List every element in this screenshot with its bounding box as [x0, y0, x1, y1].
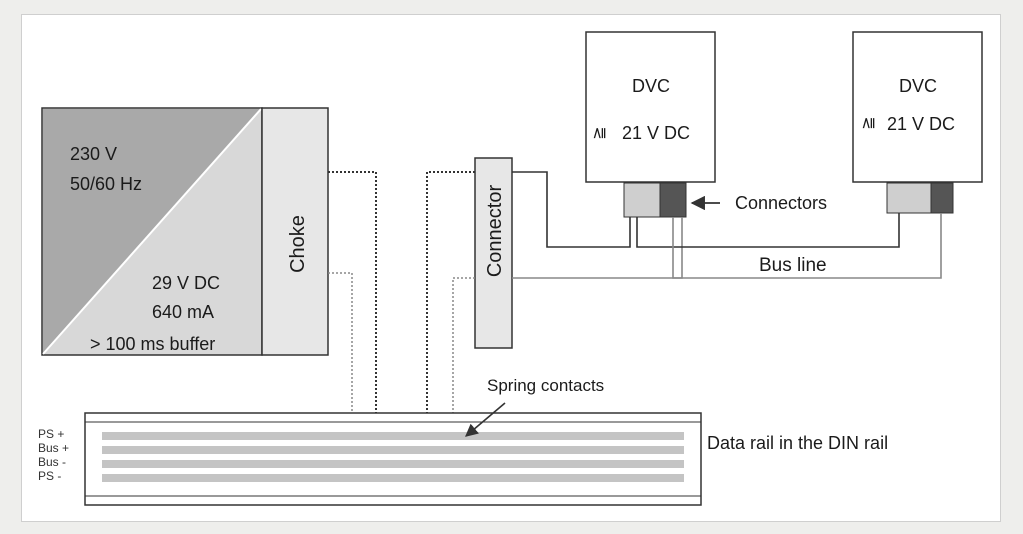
bus-line-wires — [512, 171, 942, 279]
bus-line-label: Bus line — [759, 255, 827, 276]
connector-lead-ps-minus — [426, 171, 475, 464]
dvc-left-voltage-symbol: ≧ — [591, 126, 608, 139]
rail-stripe-bus-minus — [102, 460, 684, 468]
dvc-left-box — [585, 31, 716, 183]
dvc-left-voltage: 21 V DC — [622, 123, 690, 143]
din-rail-body — [84, 412, 702, 506]
buffer-text: > 100 ms buffer — [90, 334, 215, 354]
rail-label-ps-plus: PS + — [38, 427, 64, 441]
connector-lead-bus-minus — [452, 277, 475, 449]
choke-lead-ps-plus — [328, 171, 377, 464]
dvc-right-box — [852, 31, 983, 183]
dvc-left-connector-dark — [659, 182, 687, 218]
rail-stripe-ps-plus — [102, 432, 684, 440]
output-current-text: 640 mA — [152, 302, 214, 322]
input-voltage-text: 230 V — [70, 144, 117, 164]
choke-lead-bus-plus — [328, 272, 353, 449]
rail-label-ps-minus: PS - — [38, 469, 61, 483]
data-rail: PS + Bus + Bus - PS - — [38, 412, 702, 506]
dvc-right-connector-dark — [930, 182, 954, 214]
dvc-right: DVC ≧ 21 V DC — [852, 31, 983, 214]
rail-stripe-bus-plus — [102, 446, 684, 454]
input-frequency-text: 50/60 Hz — [70, 174, 142, 194]
dvc-left-title: DVC — [632, 76, 670, 96]
data-rail-label: Data rail in the DIN rail — [707, 433, 888, 453]
power-supply: 230 V 50/60 Hz 29 V DC 640 mA > 100 ms b… — [41, 107, 263, 356]
bus-wire-connector-to-dvc-left — [512, 171, 631, 248]
dvc-left-connector-light — [623, 182, 661, 218]
rail-stripe-ps-minus — [102, 474, 684, 482]
choke-box — [261, 107, 329, 356]
connectors-label: Connectors — [735, 193, 827, 213]
spring-contacts-arrow — [465, 402, 506, 437]
dvc-right-voltage-symbol: ≧ — [860, 116, 877, 129]
connector: Connector — [474, 157, 513, 349]
dvc-right-title: DVC — [899, 76, 937, 96]
dvc-left: DVC ≧ 21 V DC — [585, 31, 716, 218]
rail-label-bus-minus: Bus - — [38, 455, 66, 469]
spring-contacts-label: Spring contacts — [487, 376, 604, 395]
bus-wire-dvc-left-to-dvc-right-return — [672, 213, 942, 279]
rail-label-bus-plus: Bus + — [38, 441, 69, 455]
dvc-right-voltage: 21 V DC — [887, 114, 955, 134]
connector-box — [474, 157, 513, 349]
dvc-right-connector-light — [886, 182, 932, 214]
choke: Choke — [261, 107, 329, 356]
power-supply-divider — [42, 108, 262, 355]
choke-label: Choke — [287, 215, 309, 273]
bus-wire-dvc-left-to-dvc-right — [636, 213, 900, 248]
output-voltage-text: 29 V DC — [152, 273, 220, 293]
connector-label: Connector — [484, 185, 506, 278]
